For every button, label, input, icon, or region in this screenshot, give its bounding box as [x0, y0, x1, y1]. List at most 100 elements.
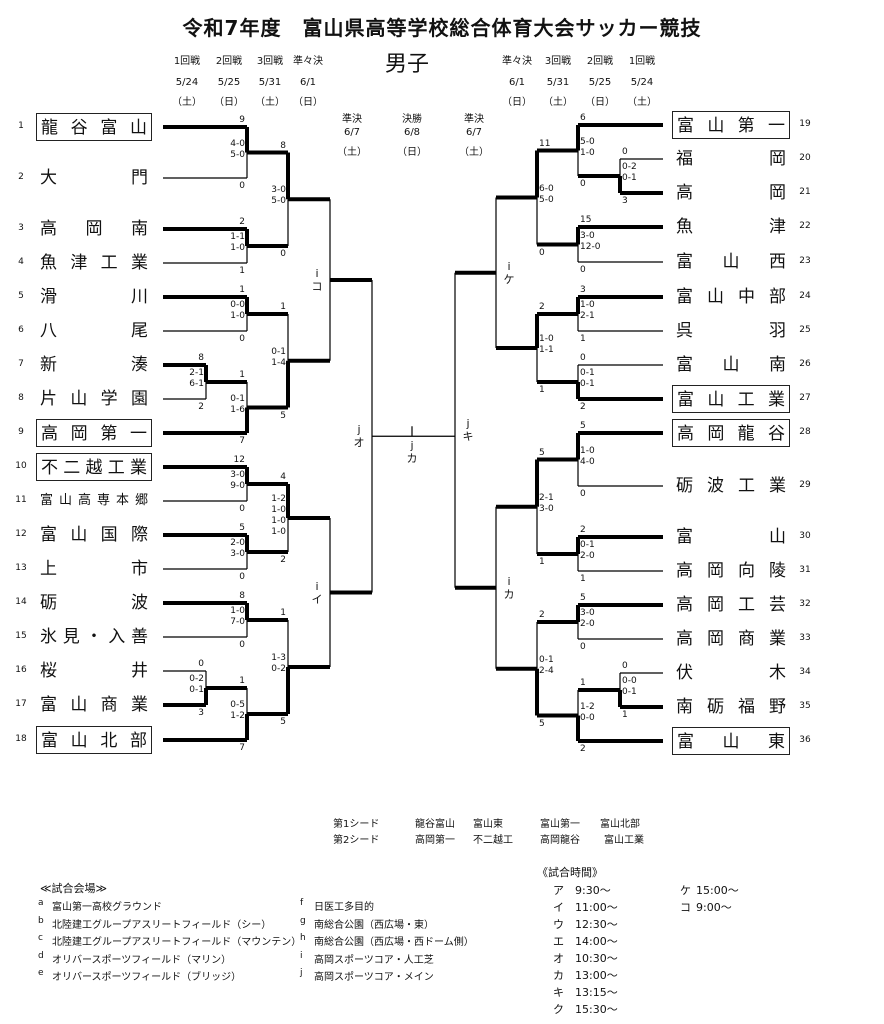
- gender-heading: 男子: [385, 52, 430, 77]
- team-name-36: 富山東: [672, 727, 790, 755]
- time-heading: 《試合時間》: [537, 866, 603, 879]
- seed-1-label: 第1シード: [333, 819, 380, 830]
- left-round-date: 5/24: [175, 77, 199, 88]
- seed-team: 富山東: [473, 819, 503, 830]
- team-number: 5: [18, 291, 24, 301]
- team-number: 15: [15, 631, 27, 641]
- team-name-29: 砺波工業: [676, 476, 786, 496]
- team-number: 19: [799, 119, 811, 129]
- team-name-34: 伏木: [676, 663, 786, 683]
- set-score: 3-0: [230, 470, 245, 480]
- set-score: 1-0: [230, 243, 245, 253]
- seed-team: 高岡第一: [415, 835, 455, 846]
- venue-key: i: [300, 950, 303, 961]
- time-code: コ: [311, 280, 323, 293]
- team-number: 14: [15, 597, 27, 607]
- match-score-top: 5: [539, 447, 545, 458]
- left-round-date: 6/1: [299, 77, 317, 88]
- venue-name: 北陸建工グループアスリートフィールド（マウンテン）: [52, 937, 302, 948]
- time-code: イ: [311, 592, 323, 606]
- team-name-25: 呉羽: [676, 321, 786, 341]
- team-number: 28: [799, 427, 811, 437]
- match-score-bottom: 2: [580, 402, 586, 412]
- set-score: 0-1: [580, 379, 595, 389]
- time-code: オ: [353, 436, 365, 450]
- team-name-33: 高岡商業: [676, 629, 786, 649]
- set-score: 0-0: [622, 676, 637, 686]
- team-name-9: 高岡第一: [36, 419, 152, 447]
- match-score-bottom: 0: [239, 640, 245, 650]
- match-score-top: 5: [239, 523, 245, 533]
- match-score-bottom: 0: [239, 334, 245, 344]
- venue-code: j: [466, 417, 470, 431]
- team-number: 3: [18, 223, 24, 233]
- right-round-date: 5/25: [588, 77, 612, 88]
- match-score-bottom: 5: [280, 717, 286, 727]
- match-score-bottom: 2: [580, 744, 586, 754]
- team-name-7: 新湊: [40, 355, 148, 375]
- team-number: 11: [15, 495, 27, 505]
- match-score-bottom: 0: [239, 572, 245, 582]
- set-score: 2-0: [580, 619, 595, 629]
- team-name-12: 富山国際: [40, 525, 148, 545]
- team-name-22: 魚津: [676, 217, 786, 237]
- set-score: 2-0: [230, 538, 245, 548]
- time-key: ア: [553, 884, 564, 897]
- team-name-3: 高岡南: [40, 219, 148, 239]
- time-key: エ: [553, 935, 564, 948]
- team-name-32: 高岡工芸: [676, 595, 786, 615]
- team-number: 16: [15, 665, 27, 675]
- team-number: 36: [799, 735, 811, 745]
- team-number: 33: [799, 633, 811, 643]
- set-score: 1-0: [271, 505, 286, 515]
- match-score-bottom: 0: [539, 247, 545, 258]
- left-round-name: 3回戦: [256, 56, 284, 67]
- venue-key: j: [300, 968, 303, 978]
- venue-name: オリバースポーツフィールド（ブリッジ）: [52, 972, 242, 983]
- seed-2-label: 第2シード: [333, 835, 380, 846]
- match-score-bottom: 0: [239, 504, 245, 514]
- match-score-bottom: 0: [580, 179, 586, 189]
- team-number: 31: [799, 565, 811, 575]
- set-score: 1-4: [271, 357, 286, 368]
- set-score: 9-0: [230, 481, 245, 491]
- time-code: カ: [406, 452, 418, 466]
- set-score: 3-0: [271, 185, 286, 196]
- set-score: 2-1: [189, 368, 204, 378]
- set-score: 1-2: [271, 494, 286, 504]
- match-score-top: 9: [239, 115, 245, 125]
- left-round-date: 5/31: [258, 77, 282, 88]
- left-round-day: （日）: [293, 97, 323, 108]
- time-key: ウ: [553, 918, 564, 931]
- match-score-bottom: 7: [239, 743, 245, 753]
- right-round-day: （土）: [627, 97, 657, 108]
- set-score: 4-0: [230, 138, 245, 149]
- set-score: 0-1: [189, 685, 204, 695]
- match-score-top: 1: [239, 676, 245, 686]
- set-score: 2-0: [580, 551, 595, 561]
- team-number: 13: [15, 563, 27, 573]
- team-name-4: 魚津工業: [40, 253, 148, 273]
- venue-name: 南総合公園（西広場・西ドーム側）: [314, 937, 474, 948]
- set-score: 2-4: [539, 665, 554, 676]
- match-score-bottom: 5: [280, 410, 286, 421]
- final-round-date: 6/7: [343, 127, 361, 138]
- team-name-1: 龍谷富山: [36, 113, 152, 141]
- set-score: 6-0: [539, 183, 554, 194]
- final-round-date: 6/8: [403, 127, 421, 138]
- match-score-top: 5: [580, 421, 586, 431]
- team-number: 21: [799, 187, 811, 197]
- match-score-bottom: 1: [539, 385, 545, 395]
- set-score: 3-0: [580, 230, 595, 241]
- team-name-18: 富山北部: [36, 726, 152, 754]
- venue-name: 高岡スポーツコア・メイン: [314, 972, 434, 983]
- team-number: 18: [15, 734, 27, 744]
- team-name-35: 南砺福野: [676, 697, 786, 717]
- left-round-day: （日）: [214, 97, 244, 108]
- team-number: 23: [799, 256, 811, 266]
- match-score-top: 0: [198, 659, 204, 669]
- time-key: イ: [553, 901, 564, 914]
- left-round-name: 1回戦: [173, 56, 201, 67]
- team-number: 10: [15, 461, 27, 471]
